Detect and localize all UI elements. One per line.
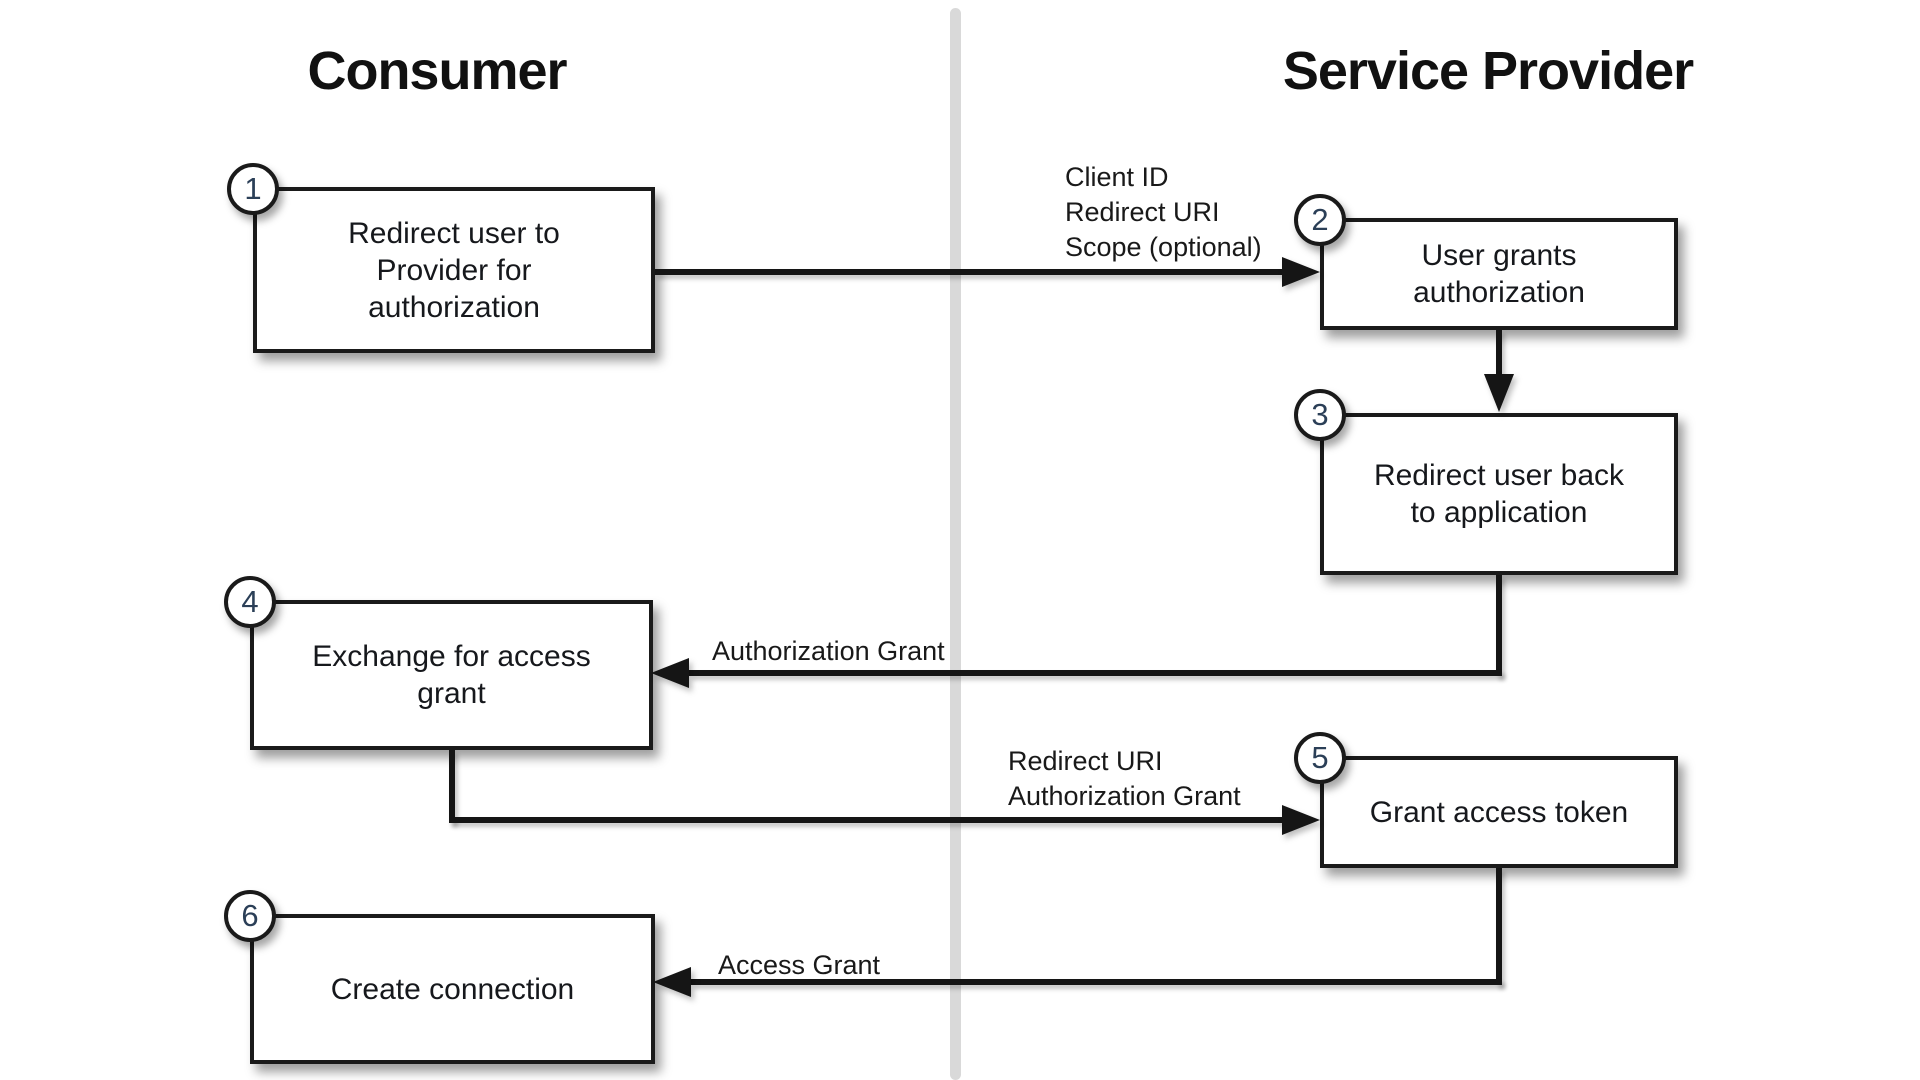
flow-step-3: 3 Redirect user back to application: [1294, 389, 1678, 575]
step-badge-3: 3: [1294, 389, 1346, 441]
flow-step-6-label: Create connection: [330, 972, 575, 1006]
step-badge-4: 4: [224, 576, 276, 628]
flow-step-4-label: Exchange for access grant: [312, 640, 591, 710]
arrowhead-right-icon: [1282, 257, 1320, 287]
lane-title-service-provider: Service Provider: [1282, 41, 1694, 101]
step-badge-1: 1: [227, 163, 279, 215]
edge-5-6-line-vertical: [1496, 868, 1502, 985]
edge-3-4-label: Authorization Grant: [712, 636, 945, 666]
flow-step-4: 4 Exchange for access grant: [224, 576, 653, 750]
flow-step-1-label: Redirect user to Provider for authorizat…: [348, 216, 560, 324]
edge-2-3-line: [1496, 330, 1502, 376]
arrowhead-left-icon: [651, 658, 689, 688]
edge-1-2-label: Client ID Redirect URI Scope (optional): [1065, 162, 1262, 262]
edge-4-5-label: Redirect URI Authorization Grant: [1008, 746, 1241, 811]
step-badge-5: 5: [1294, 732, 1346, 784]
edge-5-6-line-horizontal: [691, 979, 1502, 985]
arrowhead-down-icon: [1484, 374, 1514, 412]
arrowhead-right-icon: [1282, 805, 1320, 835]
edge-4-5-line-vertical: [449, 750, 455, 823]
lane-divider: [950, 8, 961, 1080]
edge-3-4-line-horizontal: [689, 670, 1502, 676]
flow-step-5: 5 Grant access token: [1294, 732, 1678, 868]
flow-step-2: 2 User grants authorization: [1294, 194, 1678, 330]
arrowhead-left-icon: [653, 967, 691, 997]
flow-step-6: 6 Create connection: [224, 890, 655, 1064]
flow-step-2-label: User grants authorization: [1413, 239, 1585, 309]
step-badge-2: 2: [1294, 194, 1346, 246]
step-badge-6: 6: [224, 890, 276, 942]
lane-title-consumer: Consumer: [307, 41, 567, 101]
flow-step-5-label: Grant access token: [1369, 795, 1629, 829]
flow-step-3-label: Redirect user back to application: [1373, 459, 1625, 529]
edge-1-2-line: [655, 269, 1284, 275]
edge-3-4-line-vertical: [1496, 575, 1502, 676]
flow-step-1: 1 Redirect user to Provider for authoriz…: [227, 163, 655, 353]
edge-4-5-line-horizontal: [449, 817, 1284, 823]
edge-5-6-label: Access Grant: [718, 950, 881, 980]
